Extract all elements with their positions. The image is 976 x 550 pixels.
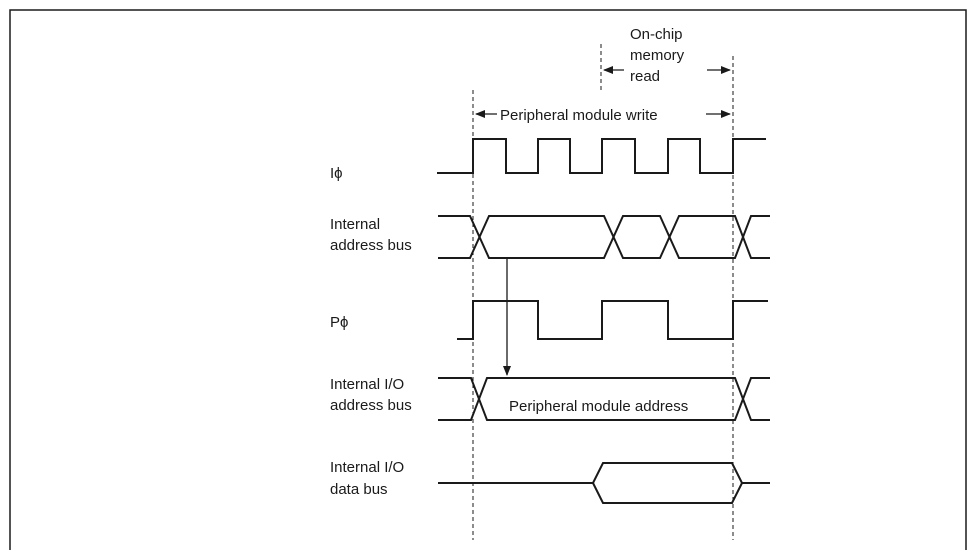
onchip-read-line-3: read bbox=[630, 68, 660, 85]
signal-label-io-data-bus-2: data bus bbox=[330, 481, 388, 498]
signal-label-io-data-bus-1: Internal I/O bbox=[330, 459, 404, 476]
waveform-iphi bbox=[437, 138, 766, 174]
onchip-read-line-2: memory bbox=[630, 47, 685, 64]
diagram-frame bbox=[9, 9, 967, 550]
onchip-read-line-1: On-chip bbox=[630, 26, 683, 43]
peripheral-write-label: Peripheral module write bbox=[500, 107, 658, 124]
signal-label-address-bus-2: address bus bbox=[330, 237, 412, 254]
waveform-internal-io-address-bus bbox=[438, 377, 770, 421]
signal-label-io-address-bus-1: Internal I/O bbox=[330, 376, 404, 393]
onchip-read-annotation: On-chip memory read bbox=[603, 26, 731, 85]
signal-label-address-bus-1: Internal bbox=[330, 216, 380, 233]
peripheral-write-annotation: Peripheral module write bbox=[475, 107, 731, 124]
waveform-internal-io-data-bus bbox=[438, 462, 770, 504]
signal-label-pphi: Pϕ bbox=[330, 314, 348, 331]
signal-label-iphi: Iϕ bbox=[330, 165, 343, 182]
waveform-pphi bbox=[457, 300, 768, 340]
waveform-internal-address-bus bbox=[438, 215, 770, 259]
peripheral-address-label: Peripheral module address bbox=[509, 398, 688, 415]
signal-label-io-address-bus-2: address bus bbox=[330, 397, 412, 414]
